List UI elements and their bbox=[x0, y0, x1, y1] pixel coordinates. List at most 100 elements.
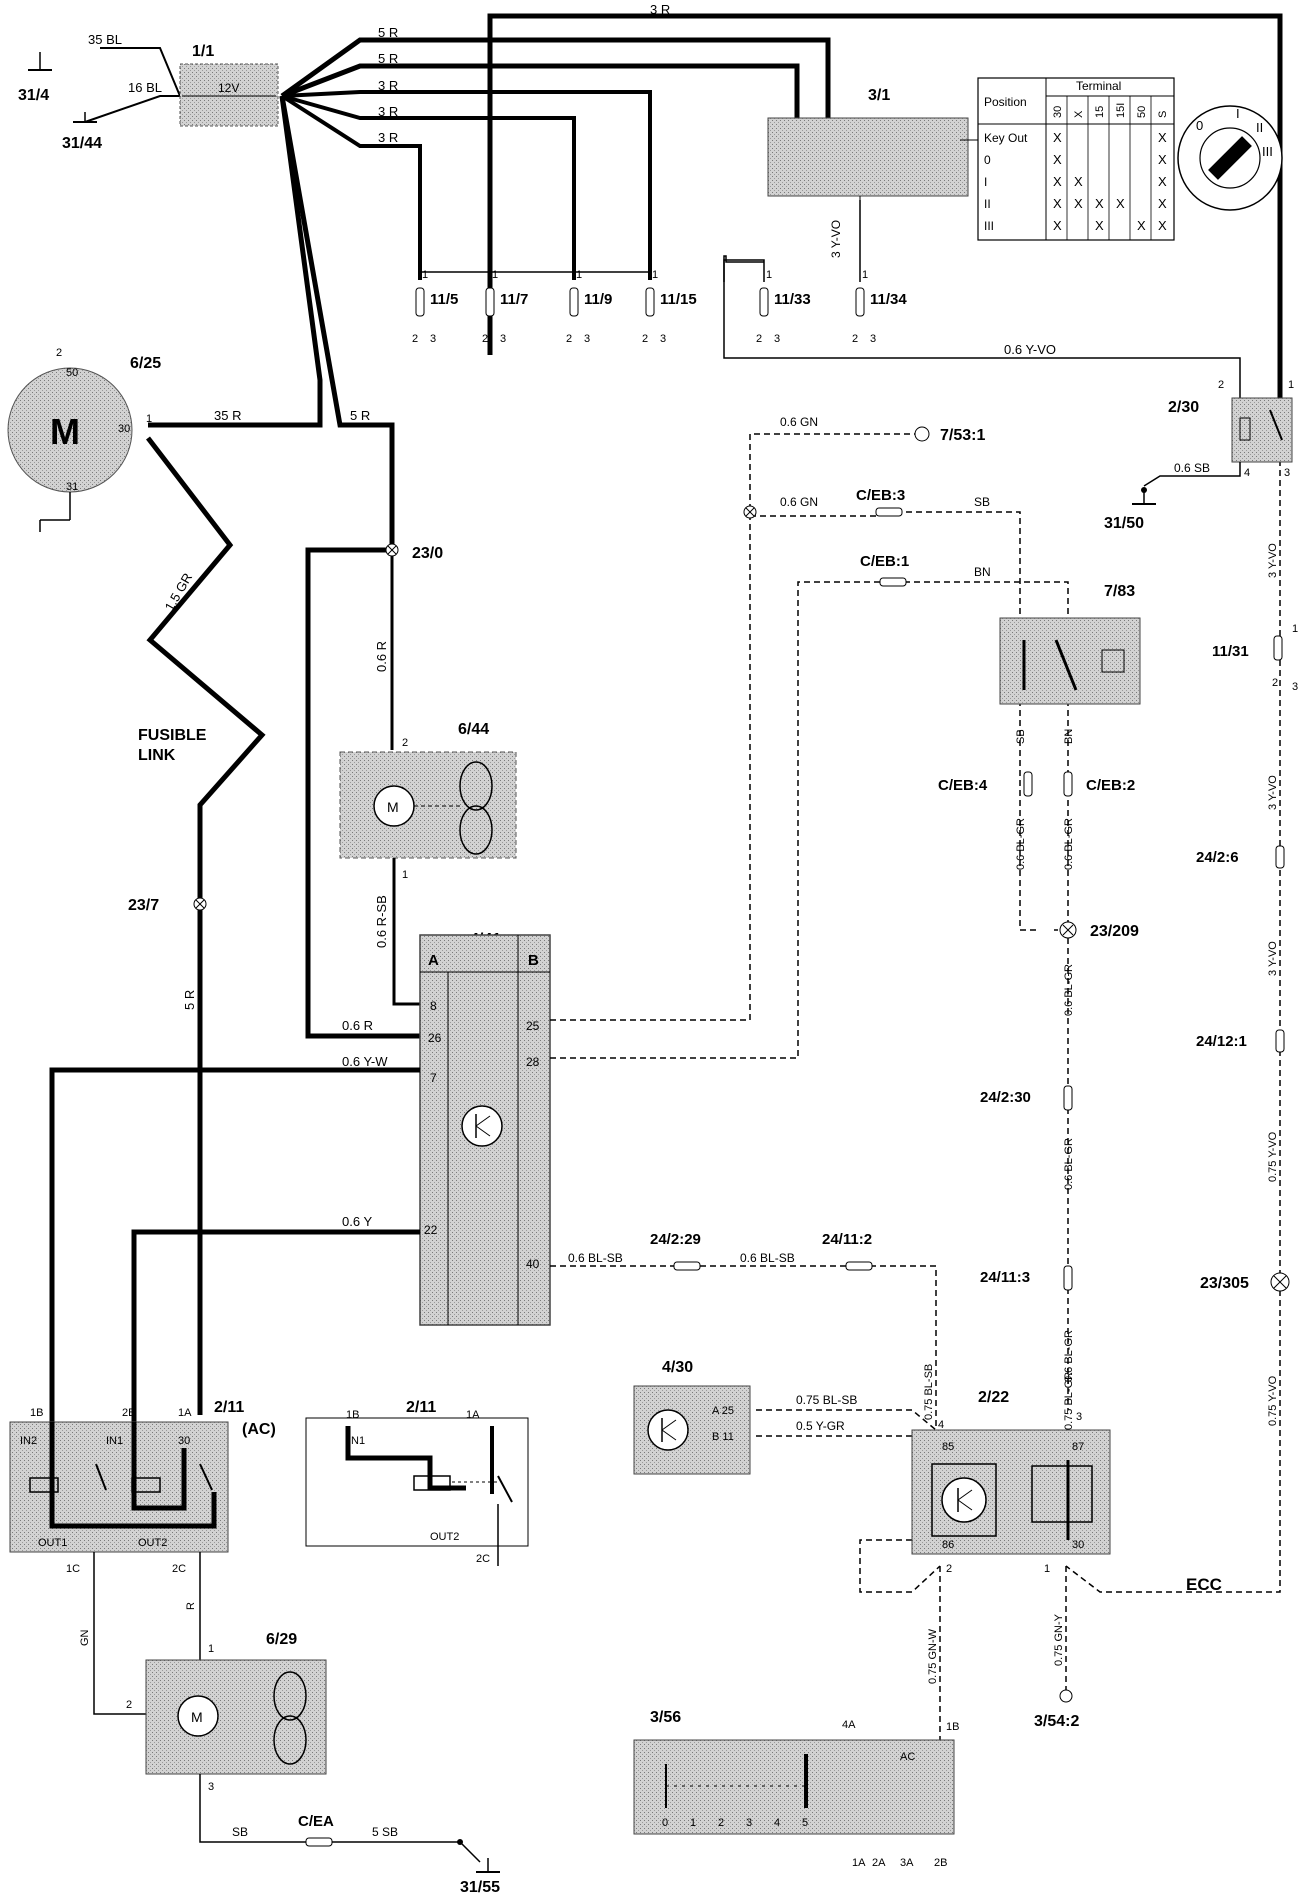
pin: 2 bbox=[852, 333, 858, 345]
svg-text:5 R: 5 R bbox=[378, 25, 398, 40]
mark: X bbox=[1116, 196, 1125, 211]
connector bbox=[1063, 771, 1073, 797]
relay-2-11-detail: 2/11 1B 1A IN1 OUT2 2C bbox=[305, 1399, 529, 1566]
svg-text:3 R: 3 R bbox=[650, 2, 670, 17]
pin: 3 bbox=[660, 333, 666, 345]
svg-text:1B: 1B bbox=[946, 1721, 959, 1733]
svg-text:0.5 Y-GR: 0.5 Y-GR bbox=[796, 1419, 845, 1433]
svg-text:1: 1 bbox=[1292, 623, 1298, 635]
svg-text:5 R: 5 R bbox=[378, 51, 398, 66]
terminal-50: 50 bbox=[1136, 106, 1148, 118]
pin: 1 bbox=[576, 269, 582, 281]
svg-text:2: 2 bbox=[402, 737, 408, 749]
svg-text:4A: 4A bbox=[842, 1719, 856, 1731]
pin: 1 bbox=[422, 269, 428, 281]
svg-text:40: 40 bbox=[526, 1257, 540, 1271]
mark: X bbox=[1074, 196, 1083, 211]
svg-text:1: 1 bbox=[1044, 1563, 1050, 1575]
switch-position: 4 bbox=[774, 1817, 780, 1829]
svg-text:0.6 BL-GR: 0.6 BL-GR bbox=[1063, 818, 1075, 870]
svg-text:31/55: 31/55 bbox=[460, 1879, 500, 1896]
connector bbox=[1023, 771, 1033, 797]
svg-text:3: 3 bbox=[208, 1781, 214, 1793]
key-dial-icon: 0 I II III bbox=[1177, 105, 1283, 211]
pin: 1 bbox=[492, 269, 498, 281]
svg-text:7/83: 7/83 bbox=[1104, 583, 1135, 600]
svg-text:24/2:6: 24/2:6 bbox=[1196, 849, 1239, 866]
fuse-icon bbox=[485, 287, 495, 317]
svg-text:C/EB:4: C/EB:4 bbox=[938, 777, 988, 794]
fuse-11-5: 11/5 bbox=[430, 291, 458, 308]
relay-2-30: 2/30 2 1 4 3 bbox=[1168, 379, 1294, 479]
pin: 2 bbox=[642, 333, 648, 345]
svg-text:3 Y-VO: 3 Y-VO bbox=[1267, 775, 1279, 810]
connector bbox=[1275, 845, 1285, 869]
svg-text:85: 85 bbox=[942, 1441, 954, 1453]
svg-text:7: 7 bbox=[430, 1071, 437, 1085]
svg-text:2: 2 bbox=[126, 1699, 132, 1711]
svg-text:OUT2: OUT2 bbox=[138, 1537, 167, 1549]
svg-text:2/30: 2/30 bbox=[1168, 399, 1199, 416]
svg-text:0.6 BL-GR: 0.6 BL-GR bbox=[1063, 964, 1075, 1016]
svg-text:23/0: 23/0 bbox=[412, 545, 443, 562]
svg-text:7/53:1: 7/53:1 bbox=[940, 427, 985, 444]
svg-text:4: 4 bbox=[938, 1419, 944, 1431]
svg-text:1: 1 bbox=[208, 1643, 214, 1655]
switch-position: 5 bbox=[802, 1817, 808, 1829]
svg-text:0.6 Y: 0.6 Y bbox=[342, 1214, 372, 1229]
svg-text:23/305: 23/305 bbox=[1200, 1275, 1249, 1292]
svg-text:1: 1 bbox=[146, 413, 152, 425]
svg-text:(AC): (AC) bbox=[242, 1421, 276, 1438]
svg-text:2/22: 2/22 bbox=[978, 1389, 1009, 1406]
svg-text:28: 28 bbox=[526, 1055, 540, 1069]
terminal-X: X bbox=[1073, 110, 1085, 118]
svg-text:1A: 1A bbox=[852, 1857, 866, 1869]
wire bbox=[392, 858, 420, 1006]
svg-text:2: 2 bbox=[56, 347, 62, 359]
connector bbox=[845, 1261, 873, 1271]
pin: 1 bbox=[862, 269, 868, 281]
svg-text:3 Y-VO: 3 Y-VO bbox=[829, 220, 843, 258]
connector bbox=[875, 507, 903, 517]
svg-text:0: 0 bbox=[1196, 118, 1203, 133]
connector bbox=[673, 1261, 701, 1271]
svg-text:30: 30 bbox=[178, 1435, 190, 1447]
switch-position: 0 bbox=[662, 1817, 668, 1829]
svg-text:0.6 GN: 0.6 GN bbox=[780, 495, 818, 509]
position-I: I bbox=[984, 175, 987, 189]
splice-23-209: 23/209 bbox=[1059, 921, 1139, 940]
ground-31-44-label: 31/44 bbox=[62, 135, 102, 152]
position-II: II bbox=[984, 197, 991, 211]
svg-text:0.6 R: 0.6 R bbox=[342, 1018, 373, 1033]
position-Key Out: Key Out bbox=[984, 131, 1028, 145]
fuse-11-34: 11/34 bbox=[870, 291, 907, 308]
motor-6-25: M 6/25 2 50 30 1 31 bbox=[7, 347, 161, 532]
svg-text:0.75 BL-GR: 0.75 BL-GR bbox=[1063, 1372, 1075, 1430]
wire-label: 0.6 Y-VO bbox=[1004, 342, 1056, 357]
svg-text:24/2:30: 24/2:30 bbox=[980, 1089, 1031, 1106]
svg-text:6/29: 6/29 bbox=[266, 1631, 297, 1648]
svg-text:1A: 1A bbox=[466, 1409, 480, 1421]
svg-text:II: II bbox=[1256, 120, 1263, 135]
pin: 3 bbox=[870, 333, 876, 345]
svg-text:GN: GN bbox=[79, 1629, 91, 1646]
svg-text:4: 4 bbox=[1244, 467, 1250, 479]
terminal-30: 30 bbox=[1052, 106, 1064, 118]
mark: X bbox=[1053, 218, 1062, 233]
mark: X bbox=[1095, 218, 1104, 233]
switch-position: 3 bbox=[746, 1817, 752, 1829]
svg-text:3: 3 bbox=[1076, 1411, 1082, 1423]
ground-31-4-label: 31/4 bbox=[18, 87, 49, 104]
fuse-11-7: 11/7 bbox=[500, 291, 528, 308]
svg-text:IN2: IN2 bbox=[20, 1435, 37, 1447]
svg-text:C/EB:2: C/EB:2 bbox=[1086, 777, 1135, 794]
splice-23-7: 23/7 bbox=[128, 897, 207, 914]
pressure-switch-7-83: 7/83 bbox=[999, 583, 1141, 705]
wire bbox=[199, 1774, 481, 1863]
fuse-11-9: 11/9 bbox=[584, 291, 612, 308]
fan-6-29: 6/29 1 2 3 M bbox=[126, 1631, 327, 1793]
mark: X bbox=[1095, 196, 1104, 211]
